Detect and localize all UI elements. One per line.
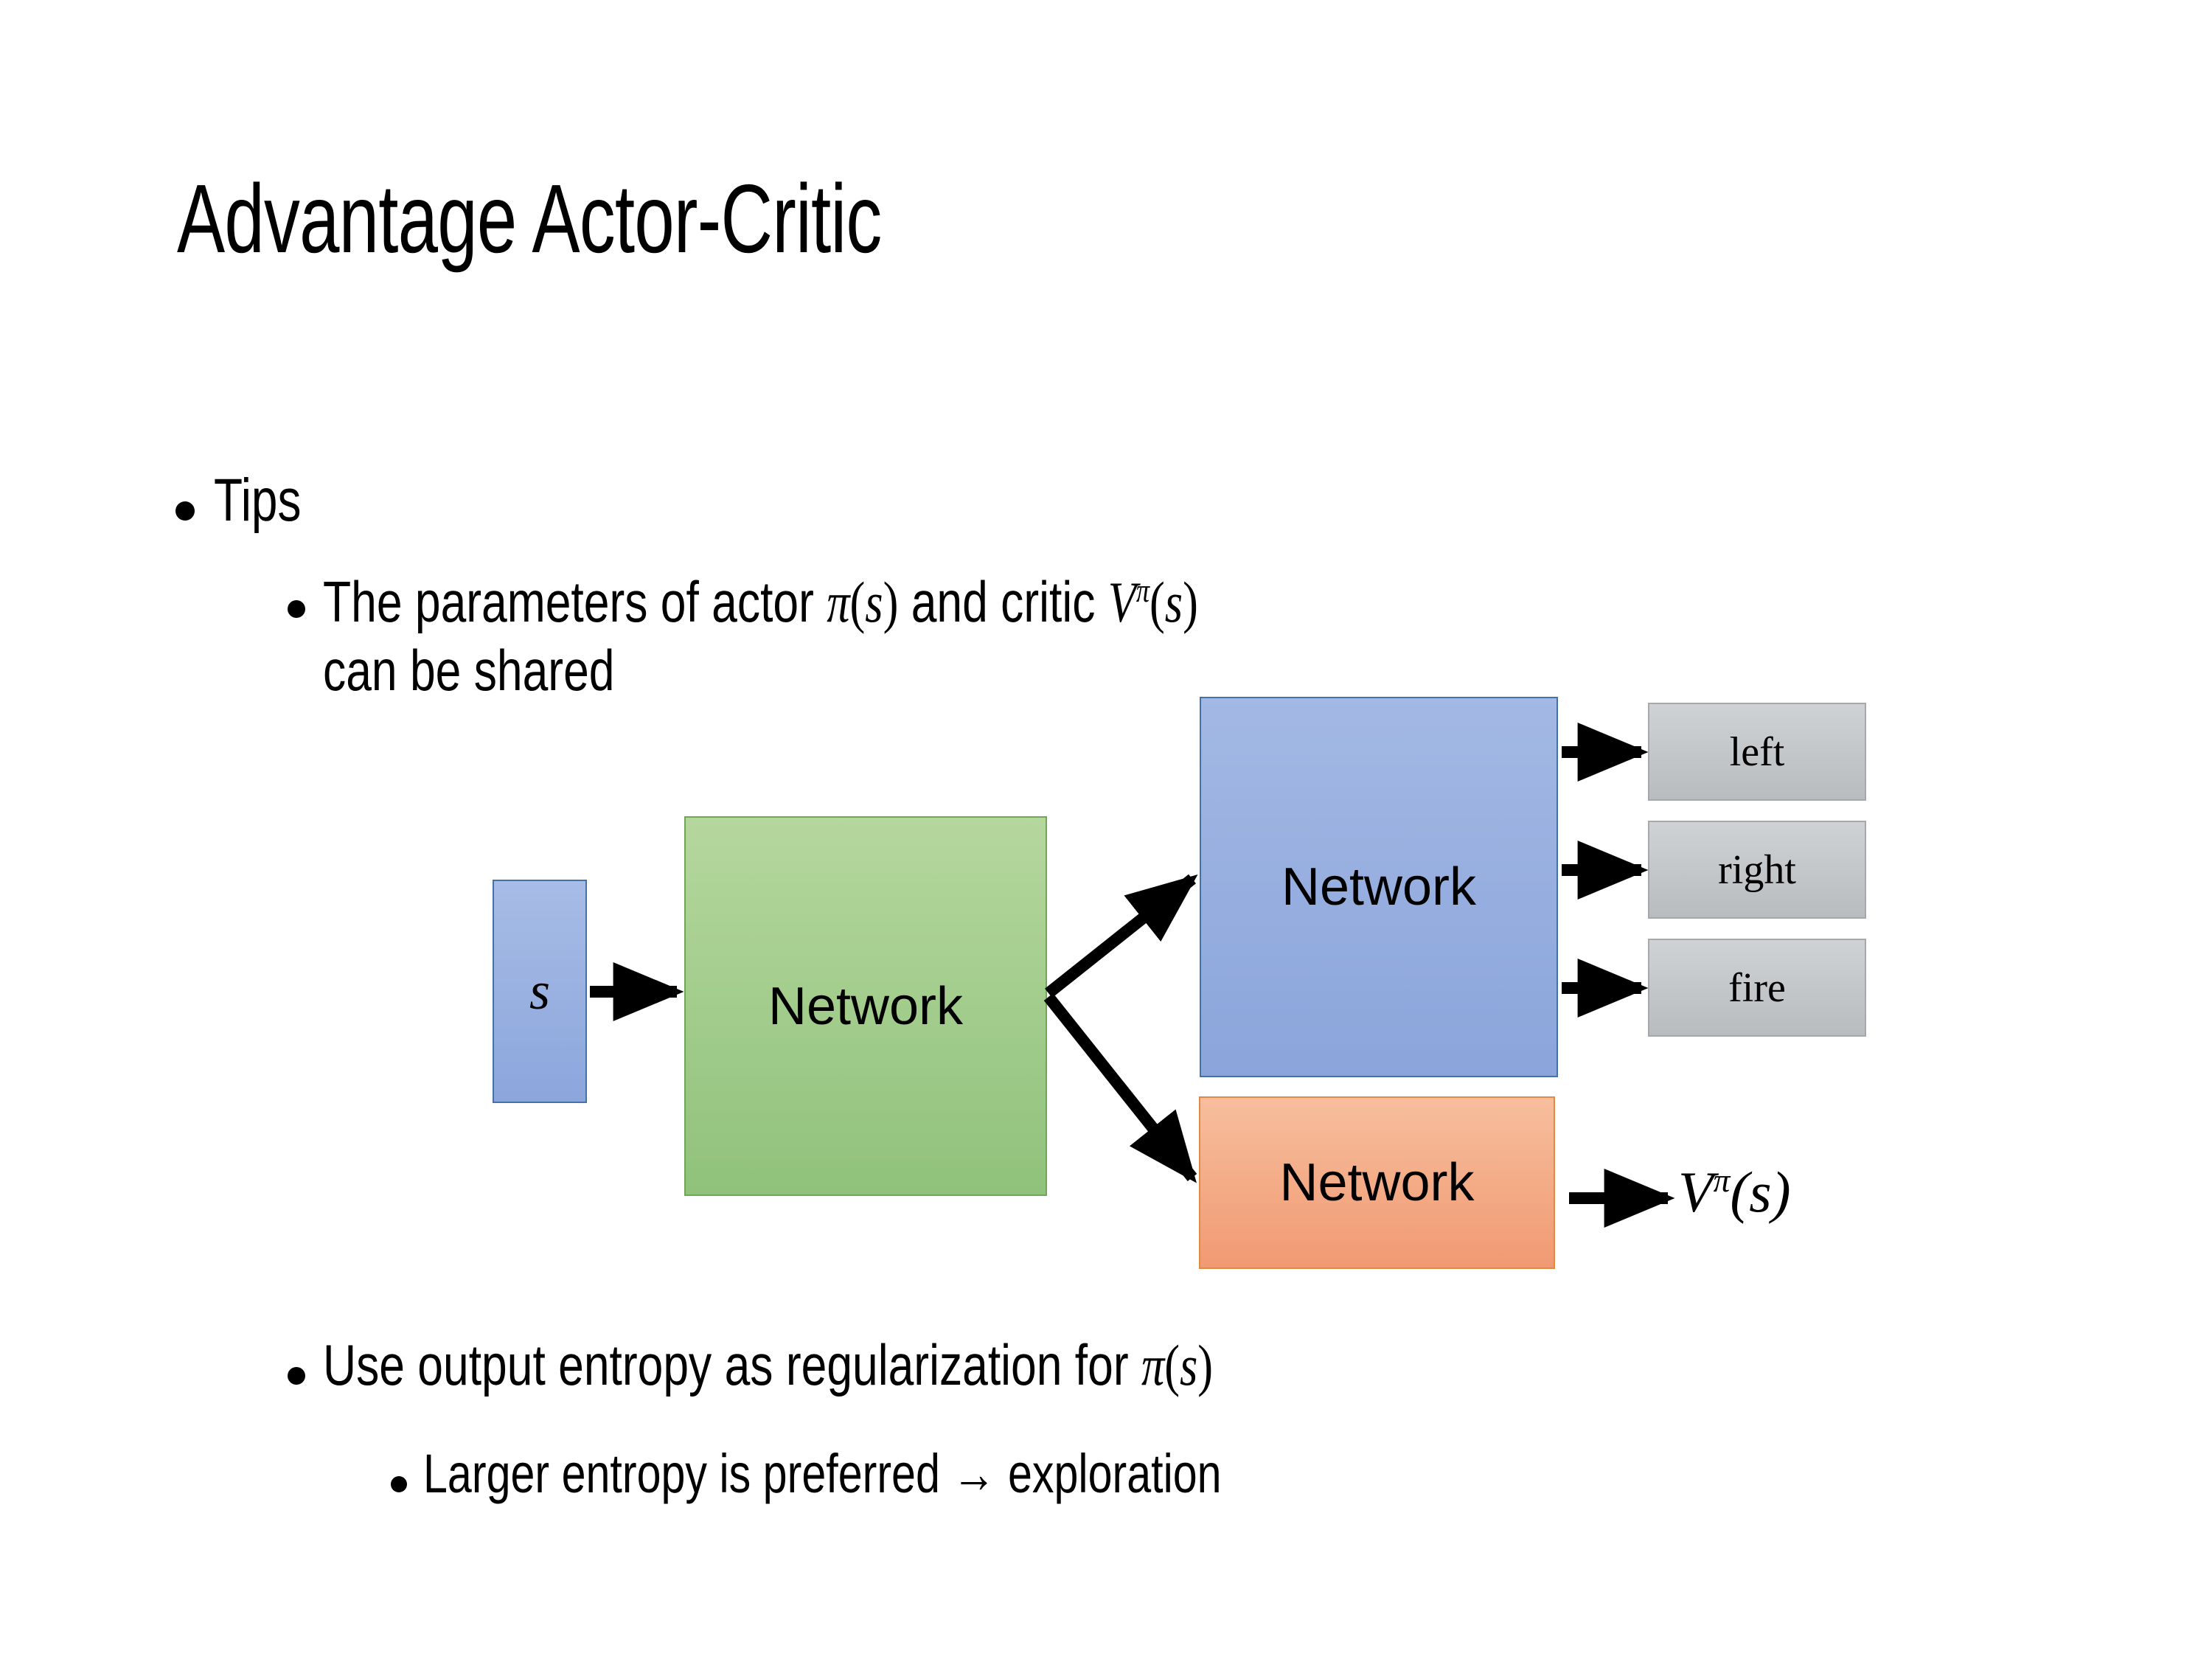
bullet-item-shared-parameters: The parameters of actor π(s) and critic … bbox=[288, 568, 2212, 704]
action-box-fire: fire bbox=[1648, 939, 1866, 1037]
bullet-dot-icon bbox=[175, 501, 195, 521]
shared-network-box: Network bbox=[684, 816, 1047, 1196]
action-label-right: right bbox=[1718, 846, 1796, 893]
actor-policy-math: π(s) bbox=[1141, 1333, 1214, 1397]
actor-network-box: Network bbox=[1200, 697, 1558, 1077]
action-box-right: right bbox=[1648, 821, 1866, 919]
actor-network-label: Network bbox=[1281, 858, 1477, 917]
bullet-label-tips: Tips bbox=[214, 467, 302, 534]
bullet-item-larger-entropy: Larger entropy is preferred → exploratio… bbox=[391, 1447, 1421, 1501]
params-prefix-text: The parameters of actor bbox=[323, 569, 827, 634]
state-label: s bbox=[529, 961, 551, 1020]
bullet-dot-icon bbox=[288, 600, 305, 618]
page-title: Advantage Actor-Critic bbox=[177, 164, 882, 273]
bullet-label-larger-entropy: Larger entropy is preferred → exploratio… bbox=[423, 1443, 1222, 1504]
entropy-prefix-text: Use output entropy as regularization for bbox=[323, 1332, 1141, 1397]
critic-network-label: Network bbox=[1279, 1153, 1475, 1212]
critic-value-math: Vπ(s) bbox=[1107, 570, 1198, 634]
bullet-dot-icon bbox=[391, 1476, 407, 1492]
state-input-box: s bbox=[493, 880, 587, 1103]
action-label-fire: fire bbox=[1728, 964, 1786, 1011]
shared-network-label: Network bbox=[768, 976, 964, 1036]
critic-output-base: V bbox=[1678, 1160, 1714, 1224]
arrow-shared-to-actor bbox=[1045, 874, 1198, 998]
critic-output-superscript: π bbox=[1713, 1162, 1731, 1199]
bullet-dot-icon bbox=[288, 1367, 305, 1385]
bullet-label-entropy-regularization: Use output entropy as regularization for… bbox=[323, 1336, 1213, 1394]
action-label-left: left bbox=[1729, 728, 1785, 775]
actor-policy-math: π(s) bbox=[827, 570, 899, 634]
critic-output-argument: (s) bbox=[1730, 1160, 1791, 1224]
critic-network-box: Network bbox=[1199, 1096, 1555, 1269]
bullet-label-shared-parameters: The parameters of actor π(s) and critic … bbox=[323, 568, 1857, 704]
critic-output-math: Vπ(s) bbox=[1678, 1159, 1791, 1225]
bullet-item-tips: Tips bbox=[175, 470, 326, 531]
arrow-shared-to-critic bbox=[1043, 993, 1197, 1183]
action-box-left: left bbox=[1648, 703, 1866, 801]
params-suffix-text: can be shared bbox=[323, 638, 615, 703]
bullet-item-entropy-regularization: Use output entropy as regularization for… bbox=[288, 1336, 1436, 1394]
params-middle-text: and critic bbox=[898, 569, 1108, 634]
